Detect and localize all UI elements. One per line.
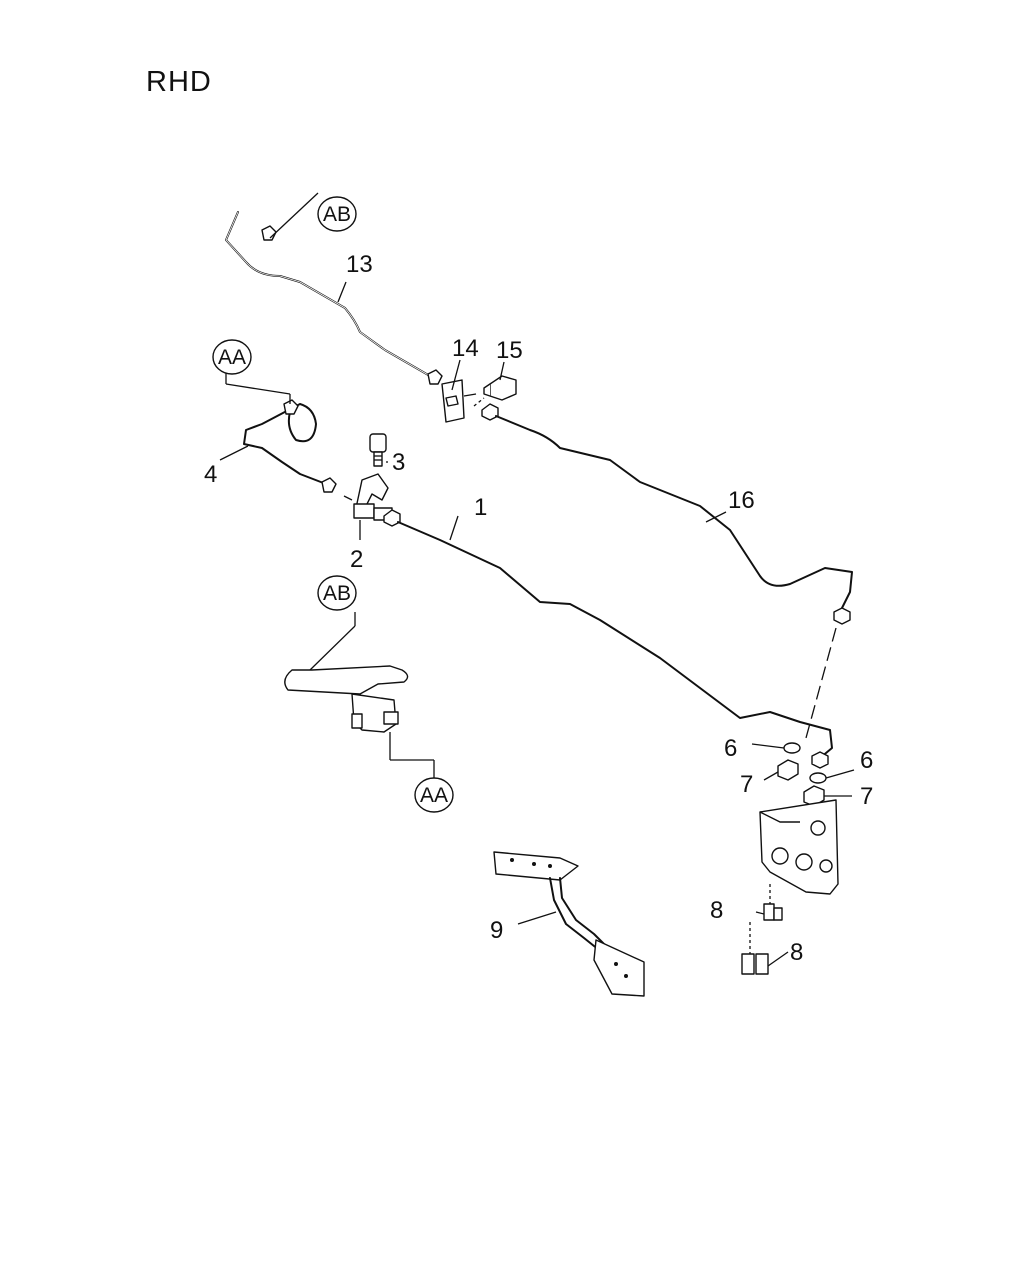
callout-14: 14 (452, 335, 479, 362)
callout-2: 2 (350, 546, 363, 573)
master-cylinder (284, 665, 409, 733)
callout-7-left: 7 (740, 771, 753, 798)
callout-3: 3 (392, 449, 405, 476)
nut-7-right (803, 785, 852, 807)
callout-4: 4 (204, 461, 217, 488)
reference-label: AA (218, 346, 246, 369)
connector-8-upper (755, 884, 783, 921)
callout-13: 13 (346, 251, 373, 278)
callout-16: 16 (728, 487, 755, 514)
callout-6-left: 6 (724, 735, 737, 762)
brake-pipe-13 (225, 192, 443, 385)
mounting-bracket (759, 799, 839, 895)
callout-1: 1 (474, 494, 487, 521)
reference-leaders (225, 370, 435, 780)
junction-block-14 (441, 379, 477, 423)
valve-2 (343, 473, 393, 540)
bolt-3 (369, 433, 387, 467)
callout-leaders (219, 281, 727, 541)
callout-8-lower: 8 (790, 939, 803, 966)
brake-pipe-16 (481, 403, 853, 739)
callout-8-upper: 8 (710, 897, 723, 924)
washer-6-right (809, 769, 855, 784)
page-title: RHD (146, 66, 212, 98)
reference-label: AA (420, 784, 448, 807)
connector-8-lower (741, 922, 789, 975)
reference-label: AB (323, 203, 351, 226)
reference-label: AB (323, 582, 351, 605)
brake-pipe-4 (225, 383, 337, 493)
reference-AB-master: AB (317, 575, 357, 611)
bolt-15 (473, 375, 517, 407)
callout-9: 9 (490, 917, 503, 944)
callout-7-right: 7 (860, 783, 873, 810)
callout-6-right: 6 (860, 747, 873, 774)
washer-6-left (751, 742, 801, 754)
callout-15: 15 (496, 337, 523, 364)
reference-AA-left: AA (212, 339, 252, 375)
brake-pedal-9 (493, 851, 645, 997)
reference-AA-master: AA (414, 777, 454, 813)
brake-pipe-1 (383, 509, 833, 769)
nut-7-left (763, 759, 799, 781)
reference-AB-top: AB (317, 196, 357, 232)
